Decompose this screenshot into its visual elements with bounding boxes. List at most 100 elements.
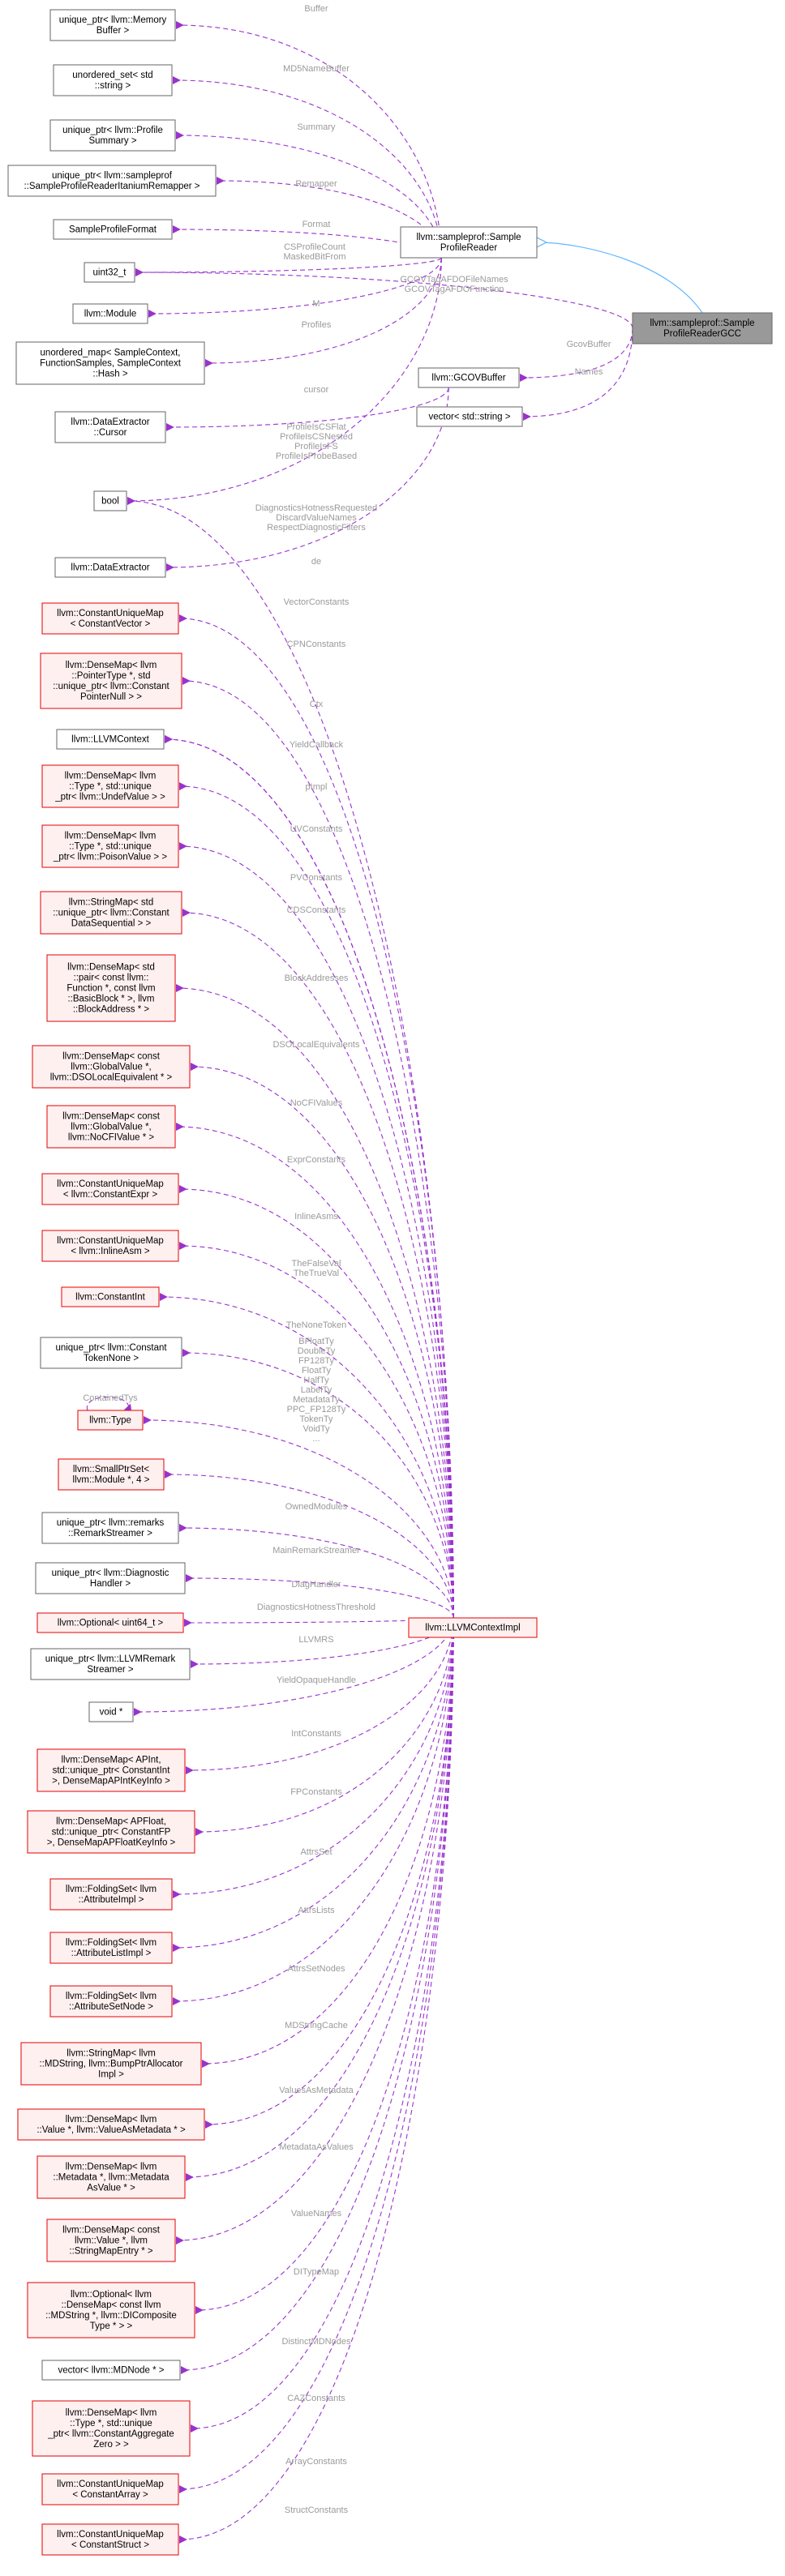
class-node-mdnode[interactable]: vector< llvm::MDNode * > xyxy=(41,2360,181,2381)
class-node-label: unordered_set< std xyxy=(72,71,152,80)
edge-impl-to-ctx xyxy=(164,735,454,1619)
edge-label-mdsn: MD5NameBuffer xyxy=(283,64,350,74)
class-node-cpn[interactable]: llvm::DenseMap< llvm::PointerType *, std… xyxy=(40,653,182,709)
edge-impl-to-ctx xyxy=(164,735,454,1619)
class-node-label: llvm::sampleprof::Sample xyxy=(650,319,754,328)
class-node-label: _ptr< llvm::UndefValue > > xyxy=(54,793,165,802)
class-node-cvec[interactable]: llvm::ConstantUniqueMap< ConstantVector … xyxy=(41,602,179,635)
class-node-vstr[interactable]: vector< std::string > xyxy=(416,406,523,427)
class-node-sps[interactable]: llvm::SmallPtrSet<llvm::Module *, 4 > xyxy=(58,1458,165,1491)
edge-label-cpnconst: CPNConstants xyxy=(287,640,346,649)
edge-label-attrslists: AttrsLists xyxy=(298,1906,335,1915)
class-node-label: PointerNull > > xyxy=(80,692,142,702)
class-node-label: vector< std::string > xyxy=(429,413,511,422)
edge-label-structconst: StructConstants xyxy=(285,2505,349,2515)
class-node-label: ::BlockAddress * > xyxy=(73,1005,150,1015)
class-node-cint[interactable]: llvm::ConstantInt xyxy=(61,1286,160,1307)
class-node-box-ctn xyxy=(40,1337,182,1369)
class-node-spr[interactable]: llvm::sampleprof::SampleProfileReader xyxy=(400,226,538,259)
edge-gcovb-to-cursor xyxy=(166,387,449,431)
class-node-voidp[interactable]: void * xyxy=(88,1701,134,1722)
class-node-mdstr[interactable]: llvm::StringMap< llvm::MDString, llvm::B… xyxy=(20,2042,202,2086)
class-node-pv[interactable]: llvm::DenseMap< llvm::Type *, std::uniqu… xyxy=(41,824,179,868)
edge-label-profileflags: ProfileIsProbeBased xyxy=(276,451,357,461)
class-node-impl[interactable]: llvm::LLVMContextImpl xyxy=(408,1617,538,1638)
class-node-label: llvm::DenseMap< std xyxy=(67,963,155,973)
edges-layer xyxy=(86,21,703,2544)
edge-impl-to-vam xyxy=(205,1617,454,2129)
class-node-box-cint xyxy=(61,1286,160,1307)
class-node-iasm[interactable]: llvm::ConstantUniqueMap< llvm::InlineAsm… xyxy=(41,1230,179,1262)
class-node-cursor[interactable]: llvm::DataExtractor::Cursor xyxy=(54,411,166,443)
class-node-label: ::StringMapEntry * > xyxy=(69,2247,153,2257)
class-node-label: llvm::DenseMap< llvm xyxy=(66,2115,157,2125)
class-node-apfloat[interactable]: llvm::DenseMap< APFloat,std::unique_ptr<… xyxy=(27,1810,195,1854)
class-node-aimpl[interactable]: llvm::FoldingSet< llvm::AttributeImpl > xyxy=(49,1878,173,1911)
class-node-mav[interactable]: llvm::DenseMap< llvm::Metadata *, llvm::… xyxy=(36,2155,186,2199)
class-node-rstream[interactable]: unique_ptr< llvm::remarks::RemarkStreame… xyxy=(41,1512,179,1544)
class-node-apint[interactable]: llvm::DenseMap< APInt,std::unique_ptr< C… xyxy=(36,1748,186,1792)
class-node-bool[interactable]: bool xyxy=(93,490,127,511)
class-node-vam[interactable]: llvm::DenseMap< llvm::Value *, llvm::Val… xyxy=(17,2108,205,2141)
class-node-mod[interactable]: llvm::Module xyxy=(72,303,148,324)
class-node-uset[interactable]: unordered_set< std::string > xyxy=(53,64,173,96)
class-node-umap[interactable]: unordered_map< SampleContext,FunctionSam… xyxy=(15,341,205,385)
class-node-ditype[interactable]: llvm::Optional< llvm::DenseMap< const ll… xyxy=(27,2282,195,2339)
class-node-cds[interactable]: llvm::StringMap< std::unique_ptr< llvm::… xyxy=(40,891,182,935)
edge-label-yieldopaque: YieldOpaqueHandle xyxy=(277,1675,356,1685)
class-node-label: AsValue * > xyxy=(87,2184,135,2193)
class-node-cexpr[interactable]: llvm::ConstantUniqueMap< llvm::ConstantE… xyxy=(41,1173,179,1205)
class-node-box-apfloat xyxy=(27,1810,195,1854)
edge-label-ditypemap: DITypeMap xyxy=(294,2267,339,2277)
class-node-gcovb[interactable]: llvm::GCOVBuffer xyxy=(418,367,520,388)
class-node-uv[interactable]: llvm::DenseMap< llvm::Type *, std::uniqu… xyxy=(41,764,179,808)
class-node-cstruct[interactable]: llvm::ConstantUniqueMap< ConstantStruct … xyxy=(41,2523,179,2556)
class-node-dext[interactable]: llvm::DataExtractor xyxy=(54,557,166,578)
class-node-caz[interactable]: llvm::DenseMap< llvm::Type *, std::uniqu… xyxy=(32,2400,191,2457)
class-node-remap[interactable]: unique_ptr< llvm::sampleprof::SampleProf… xyxy=(7,165,217,197)
edge-impl-to-mdnode xyxy=(180,1617,454,2374)
edge-impl-to-sps xyxy=(165,1470,454,1619)
class-node-opt64[interactable]: llvm::Optional< uint64_t > xyxy=(36,1612,184,1633)
class-node-label: llvm::Optional< llvm xyxy=(71,2290,152,2300)
class-node-asnode[interactable]: llvm::FoldingSet< llvm::AttributeSetNode… xyxy=(49,1985,173,2018)
edge-label-truefalse: TheFalseVal xyxy=(292,1259,341,1269)
class-node-box-rstream xyxy=(41,1512,179,1544)
class-node-label: ::pair< const llvm:: xyxy=(74,973,149,983)
edge-impl-to-nocfi xyxy=(176,1123,454,1619)
class-node-box-spr xyxy=(400,226,538,259)
class-node-ba[interactable]: llvm::DenseMap< std::pair< const llvm::F… xyxy=(46,954,176,1022)
class-node-ctx[interactable]: llvm::LLVMContext xyxy=(56,729,165,750)
edge-label-dsole: DSOLocalEquivalents xyxy=(272,1040,360,1050)
class-node-label: Impl > xyxy=(98,2070,124,2080)
class-node-label: llvm::FoldingSet< llvm xyxy=(66,1992,157,2001)
class-node-label: ProfileReaderGCC xyxy=(663,329,741,339)
class-node-carr[interactable]: llvm::ConstantUniqueMap< ConstantArray > xyxy=(41,2473,179,2505)
class-node-spf[interactable]: SampleProfileFormat xyxy=(53,219,173,240)
edge-label-types: MetadataTy xyxy=(293,1395,340,1405)
class-node-label: llvm::DenseMap< APFloat, xyxy=(56,1817,166,1827)
class-node-box-asnode xyxy=(49,1985,173,2018)
edge-spr-to-remap xyxy=(217,177,442,259)
class-node-box-ba xyxy=(46,954,176,1022)
edge-label-profileflags: ProfileIsCSNested xyxy=(280,432,353,442)
edge-label-mainrs: MainRemarkStreamer xyxy=(272,1546,360,1555)
class-node-label: unique_ptr< llvm::Profile xyxy=(62,126,163,135)
edge-label-types: PPC_FP128Ty xyxy=(287,1405,346,1414)
class-node-alist[interactable]: llvm::FoldingSet< llvm::AttributeListImp… xyxy=(49,1932,173,1964)
edge-label-types: BFloatTy xyxy=(298,1337,334,1346)
class-node-box-vnames xyxy=(46,2219,176,2262)
edge-impl-to-opt64 xyxy=(184,1617,454,1627)
edge-impl-to-rstream xyxy=(179,1524,454,1619)
class-node-type[interactable]: llvm::Type xyxy=(77,1410,144,1431)
class-node-u32[interactable]: uint32_t xyxy=(84,262,135,283)
